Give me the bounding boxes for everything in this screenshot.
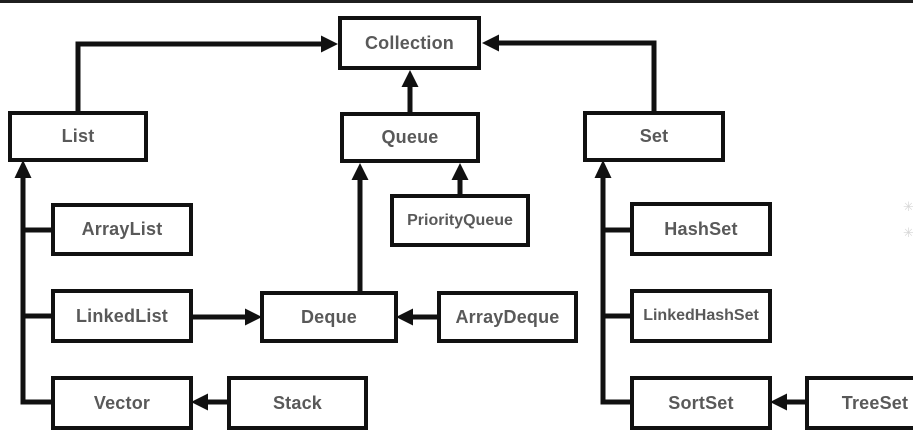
arrowhead-into-queue-right xyxy=(451,163,469,180)
faint-sparkle-icon: ✳ xyxy=(903,199,913,214)
arrowhead-into-collection-bottom xyxy=(401,70,419,87)
node-priorityqueue: PriorityQueue xyxy=(390,194,530,247)
arrowhead-into-deque-right xyxy=(396,308,413,326)
node-deque: Deque xyxy=(260,291,398,343)
arrowhead-into-collection-left xyxy=(321,35,338,53)
node-collection: Collection xyxy=(338,16,481,70)
node-queue: Queue xyxy=(340,112,480,163)
top-border-line xyxy=(0,0,913,3)
edge-list-trunk xyxy=(20,178,51,405)
arrowhead-into-list xyxy=(14,160,32,178)
node-linkedlist: LinkedList xyxy=(51,289,193,343)
faint-sparkle-icon: ✳ xyxy=(903,225,913,240)
edge-set-trunk xyxy=(600,178,630,405)
arrowhead-into-sortset xyxy=(770,393,787,411)
node-vector: Vector xyxy=(51,376,193,430)
edge-set-to-collection xyxy=(498,40,657,111)
arrowhead-into-set xyxy=(594,160,612,178)
node-sortset: SortSet xyxy=(630,376,772,430)
node-list: List xyxy=(8,111,148,162)
edge-list-to-collection xyxy=(75,41,322,111)
arrowhead-into-deque-left xyxy=(245,308,262,326)
arrowhead-into-collection-right xyxy=(482,34,499,52)
arrowhead-into-queue-left xyxy=(351,163,369,180)
node-arraylist: ArrayList xyxy=(51,203,193,256)
node-arraydeque: ArrayDeque xyxy=(437,291,578,343)
node-treeset: TreeSet xyxy=(805,376,913,430)
arrowhead-into-vector xyxy=(191,393,208,411)
node-hashset: HashSet xyxy=(630,202,772,256)
node-set: Set xyxy=(583,111,725,162)
node-linkedhashset: LinkedHashSet xyxy=(630,289,772,343)
node-stack: Stack xyxy=(227,376,368,430)
